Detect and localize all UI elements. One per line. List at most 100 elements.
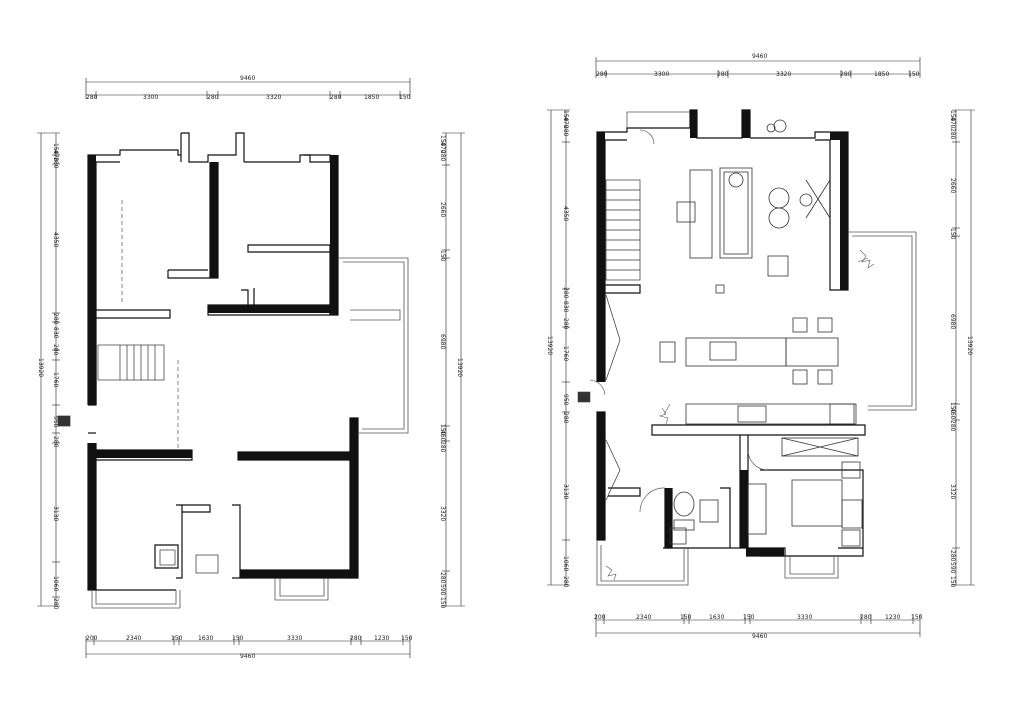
right-segment-label: 150 — [949, 228, 956, 240]
right-segment-label: 150 — [949, 576, 956, 588]
top-segment-label: 3320 — [266, 94, 281, 101]
right-segment-label: 3320 — [949, 484, 956, 499]
bottom-segment-label: 150 — [743, 614, 755, 621]
top-segment-label: 280 — [330, 94, 342, 101]
walls — [596, 109, 866, 557]
right-segment-label: 280 — [439, 150, 446, 162]
right-segment-label: 460 — [439, 430, 446, 442]
right-segment-label: 150 — [949, 402, 956, 414]
right-segment-label: 280 — [949, 550, 956, 562]
bottom-segment-label: 3330 — [797, 614, 812, 621]
left-segment-label: 150 — [562, 110, 569, 122]
door-swings — [577, 129, 769, 513]
left-segment-label: 1060 — [562, 556, 569, 571]
right-dimensions — [442, 132, 465, 607]
bottom-dimensions — [85, 636, 411, 658]
top-total-label: 9460 — [752, 53, 767, 60]
bottom-segment-label: 1230 — [885, 614, 900, 621]
right-segment-label: 6980 — [439, 334, 446, 349]
right-segment-label: 3320 — [439, 506, 446, 521]
bottom-segment-label: 2340 — [126, 635, 141, 642]
bottom-segment-label: 150 — [171, 635, 183, 642]
stairs — [605, 179, 641, 501]
dashed-guides — [121, 200, 179, 450]
bottom-segment-label: 2340 — [636, 614, 651, 621]
right-segment-label: 280 — [439, 572, 446, 584]
bottom-segment-label: 150 — [680, 614, 692, 621]
top-segment-label: 3320 — [776, 71, 791, 78]
left-dimensions — [37, 132, 60, 607]
bottom-segment-label: 1630 — [709, 614, 724, 621]
left-segment-label: 950 — [52, 416, 59, 428]
right-segment-label: 280 — [949, 420, 956, 432]
top-dimensions — [595, 57, 921, 78]
stairs — [97, 344, 165, 381]
right-segment-label: 460 — [949, 408, 956, 420]
left-segment-label: 150 — [52, 143, 59, 155]
wall-fill — [597, 110, 848, 556]
left-segment-label: 4350 — [52, 232, 59, 247]
left-segment-label: 280 — [562, 125, 569, 137]
bottom-segment-label: 280 — [860, 614, 872, 621]
top-segment-label: 1850 — [874, 71, 889, 78]
top-segment-label: 280 — [207, 94, 219, 101]
bottom-dimensions — [595, 614, 921, 637]
right-segment-label: 150 — [949, 110, 956, 122]
bottom-total-label: 9460 — [240, 653, 255, 660]
balcony-outlines — [91, 257, 409, 609]
left-segment-label: 950 — [562, 394, 569, 406]
right-segment-label: 470 — [439, 142, 446, 154]
top-segment-label: 1850 — [364, 94, 379, 101]
left-segment-label: 830 — [52, 327, 59, 339]
bottom-segment-label: 1630 — [198, 635, 213, 642]
left-segment-label: 4350 — [562, 206, 569, 221]
right-segment-label: 2660 — [439, 202, 446, 217]
furniture — [659, 119, 863, 547]
left-segment-label: 3130 — [52, 506, 59, 521]
bottom-segment-label: 200 — [86, 635, 98, 642]
fixtures — [57, 415, 219, 574]
left-segment-label: 3130 — [562, 484, 569, 499]
left-segment-label: 1760 — [52, 372, 59, 387]
left-segment-label: 280 — [52, 313, 59, 325]
left-segment-label: 830 — [562, 301, 569, 313]
wall-fill — [88, 155, 358, 590]
bottom-segment-label: 150 — [911, 614, 923, 621]
top-segment-label: 280 — [596, 71, 608, 78]
plan-renovated: 9460 280 3300 280 3320 280 1850 150 200 … — [546, 53, 975, 640]
right-segment-label: 470 — [949, 117, 956, 129]
left-segment-label: 280 — [52, 344, 59, 356]
bottom-segment-label: 3330 — [287, 635, 302, 642]
right-segment-label: 590 — [439, 584, 446, 596]
right-segment-label: 150 — [439, 250, 446, 262]
right-segment-label: 280 — [949, 128, 956, 140]
right-total-label: 13920 — [966, 336, 973, 355]
top-total-label: 9460 — [240, 75, 255, 82]
top-segment-label: 280 — [717, 71, 729, 78]
top-segment-label: 3300 — [143, 94, 158, 101]
right-segment-label: 150 — [439, 424, 446, 436]
left-segment-label: 470 — [52, 150, 59, 162]
left-total-label: 13920 — [37, 358, 44, 377]
left-segment-label: 280 — [562, 412, 569, 424]
left-total-label: 13920 — [546, 336, 553, 355]
top-segment-label: 3300 — [654, 71, 669, 78]
top-segment-label: 280 — [86, 94, 98, 101]
right-segment-label: 150 — [439, 135, 446, 147]
right-segment-label: 590 — [949, 562, 956, 574]
right-segment-label: 280 — [439, 441, 446, 453]
right-segment-label: 6980 — [949, 314, 956, 329]
left-segment-label: 1760 — [562, 346, 569, 361]
right-dimensions — [952, 109, 975, 586]
bottom-segment-label: 280 — [350, 635, 362, 642]
left-segment-label: 280 — [562, 576, 569, 588]
bottom-segment-label: 150 — [401, 635, 413, 642]
left-segment-label: 280 — [52, 157, 59, 169]
left-segment-label: 470 — [562, 117, 569, 129]
left-segment-label: 280 — [562, 318, 569, 330]
balcony-outlines — [596, 111, 917, 586]
left-segment-label: 1060 — [52, 576, 59, 591]
left-segment-label: 280 — [52, 598, 59, 610]
bottom-segment-label: 1230 — [374, 635, 389, 642]
